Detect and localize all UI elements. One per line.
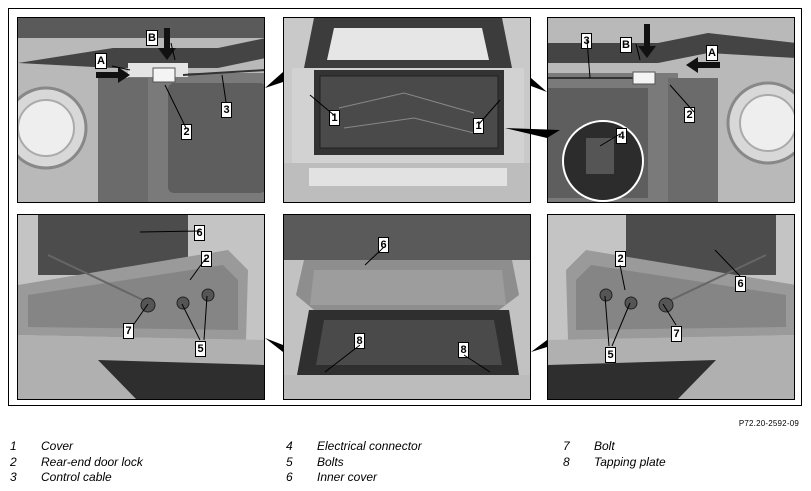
photo-illustration <box>284 18 530 202</box>
callout-label-4: 4 <box>616 128 627 144</box>
callout-label-1-left: 1 <box>329 110 340 126</box>
callout-label-7: 7 <box>123 323 134 339</box>
legend-text: Inner cover <box>317 470 378 484</box>
legend-number: 5 <box>286 454 293 469</box>
photo-panel-top-left: A B 2 3 <box>17 17 265 203</box>
callout-label-B: B <box>620 37 632 53</box>
callout-label-A: A <box>706 45 718 61</box>
callout-label-B: B <box>146 30 158 46</box>
legend-text: Control cable <box>41 470 112 484</box>
callout-label-5: 5 <box>195 341 206 357</box>
photo-panel-top-right: 3 B A 2 4 <box>547 17 795 203</box>
callout-label-2: 2 <box>181 124 192 140</box>
callout-label-6: 6 <box>735 276 746 292</box>
legend-text: Rear-end door lock <box>41 454 143 469</box>
callout-label-1-right: 1 <box>473 118 484 134</box>
legend-text: Electrical connector <box>317 439 422 453</box>
callout-label-6: 6 <box>194 225 205 241</box>
callout-label-2: 2 <box>201 251 212 267</box>
photo-panel-bottom-left: 6 2 7 5 <box>17 214 265 400</box>
photo-panel-top-center: 1 1 <box>283 17 531 203</box>
legend-number: 8 <box>563 454 570 469</box>
callout-label-7: 7 <box>671 326 682 342</box>
legend-text: Tapping plate <box>594 454 666 469</box>
callout-label-3: 3 <box>221 102 232 118</box>
callout-label-3: 3 <box>581 33 592 49</box>
legend-number: 6 <box>286 470 293 484</box>
photo-illustration <box>18 18 264 202</box>
legend-number: 2 <box>10 454 17 469</box>
legend-text: Bolt <box>594 439 615 453</box>
callout-label-5: 5 <box>605 347 616 363</box>
plate-number: P72.20-2592-09 <box>738 419 799 428</box>
photo-illustration <box>284 215 530 399</box>
callout-label-8-right: 8 <box>458 342 469 358</box>
legend-number: 4 <box>286 439 293 453</box>
photo-panel-bottom-right: 2 6 5 7 <box>547 214 795 400</box>
callout-label-A: A <box>95 53 107 69</box>
legend-text: Bolts <box>317 454 344 469</box>
photo-illustration <box>548 18 794 202</box>
callout-label-6: 6 <box>378 237 389 253</box>
photo-illustration <box>18 215 264 399</box>
legend-text: Cover <box>41 439 74 453</box>
callout-label-2: 2 <box>684 107 695 123</box>
legend-number: 7 <box>563 439 570 453</box>
callout-label-2: 2 <box>615 251 626 267</box>
callout-label-8-left: 8 <box>354 333 365 349</box>
legend-number: 3 <box>10 470 17 484</box>
photo-panel-bottom-center: 6 8 8 <box>283 214 531 400</box>
photo-illustration <box>548 215 794 399</box>
legend-number: 1 <box>10 439 17 453</box>
